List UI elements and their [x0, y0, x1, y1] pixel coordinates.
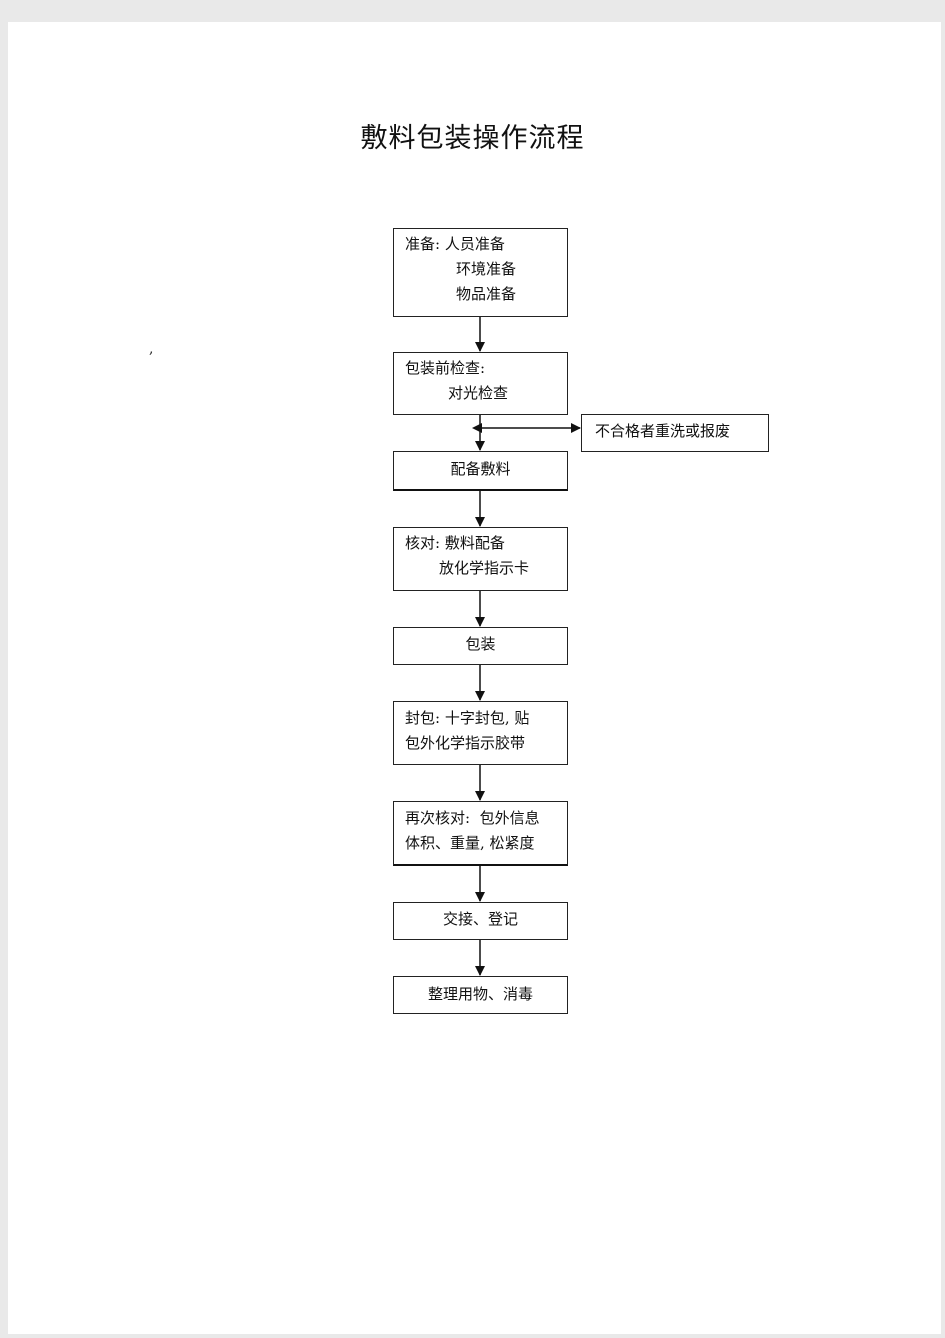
- step-prep-box: 准备: 人员准备 环境准备 物品准备: [393, 228, 568, 317]
- step-precheck-line-1: 对光检查: [448, 384, 509, 402]
- step-pack-label: 包装: [465, 635, 496, 653]
- step-match-label: 配备敷料: [450, 460, 511, 478]
- step-reverify-line-2: 体积、重量, 松紧度: [405, 834, 535, 852]
- step-match-box: 配备敷料: [393, 451, 568, 491]
- step-tidy-label: 整理用物、消毒: [427, 985, 533, 1003]
- step-reject-box: 不合格者重洗或报废: [581, 414, 769, 452]
- step-reject-label: 不合格者重洗或报废: [595, 422, 731, 440]
- step-verify-line-2: 放化学指示卡: [439, 559, 530, 577]
- step-seal-line-1: 十字封包, 贴: [444, 709, 530, 727]
- stray-mark: ,: [149, 341, 154, 357]
- step-verify-label: 核对:: [405, 534, 441, 552]
- step-seal-label: 封包:: [405, 709, 441, 727]
- step-prep-line-2: 环境准备: [456, 260, 517, 278]
- step-precheck-label: 包装前检查:: [405, 359, 486, 377]
- step-verify-line-1: 敷料配备: [444, 534, 505, 552]
- step-prep-line-3: 物品准备: [456, 285, 517, 303]
- step-seal-line-2: 包外化学指示胶带: [405, 734, 526, 752]
- step-prep-label: 准备:: [405, 235, 441, 253]
- step-tidy-box: 整理用物、消毒: [393, 976, 568, 1014]
- step-handover-box: 交接、登记: [393, 902, 568, 940]
- step-reverify-label: 再次核对:: [405, 809, 471, 827]
- page-title: 敷料包装操作流程: [360, 123, 585, 154]
- step-reverify-box: 再次核对: 包外信息 体积、重量, 松紧度: [393, 801, 568, 866]
- step-pack-box: 包装: [393, 627, 568, 665]
- step-verify-box: 核对: 敷料配备 放化学指示卡: [393, 527, 568, 591]
- step-precheck-box: 包装前检查: 对光检查: [393, 352, 568, 415]
- step-handover-label: 交接、登记: [442, 910, 518, 928]
- step-reverify-line-1: 包外信息: [479, 809, 540, 827]
- step-prep-line-1: 人员准备: [444, 235, 505, 253]
- step-seal-box: 封包: 十字封包, 贴 包外化学指示胶带: [393, 701, 568, 765]
